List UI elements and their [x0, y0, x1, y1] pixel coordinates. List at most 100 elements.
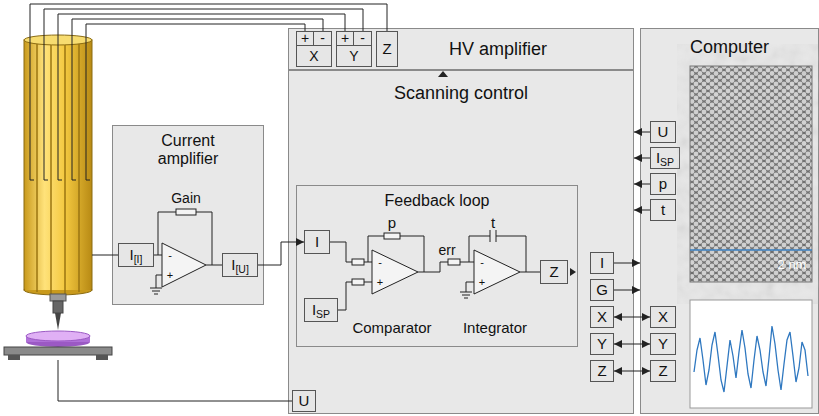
comparator-op-amp [448, 259, 460, 265]
comparator-op-amp [338, 282, 372, 310]
line-profile-plot [694, 326, 808, 392]
scanning-control-panel: Scanning controlFeedback loopIISPZIGXYZU [288, 70, 634, 414]
stm-image [690, 249, 812, 251]
signal-box: I[U] [222, 253, 258, 277]
parameter-box: ISP [650, 147, 680, 169]
signal-connector [258, 242, 304, 265]
scanner-tube [25, 280, 91, 290]
sample-disc [26, 331, 90, 341]
electrode-wire [72, 19, 323, 180]
output-box: X [590, 306, 614, 328]
box-label: t [661, 201, 665, 218]
box-label: X [658, 308, 668, 325]
input-sign: - [168, 250, 172, 261]
current-op-amp [176, 209, 196, 215]
box-label: X [597, 308, 607, 325]
axis-box: X [650, 306, 676, 328]
box-label: Z [658, 362, 667, 379]
panel-title: HV amplifier [449, 39, 547, 60]
signal-connector [614, 290, 640, 291]
box-label: U [658, 123, 669, 140]
axis-terminal: +-Y [336, 31, 372, 67]
box-label: I [315, 233, 319, 250]
panel-title: Current amplifier [132, 132, 244, 169]
line-profile-plot [690, 300, 812, 408]
signal-box: Z [540, 260, 568, 284]
axis-box: Y [650, 333, 676, 355]
box-label: ISP [656, 149, 674, 166]
component-label: Integrator [463, 320, 527, 335]
sample-disc [26, 337, 90, 347]
sample-stage [4, 347, 112, 355]
subscript: [I] [134, 253, 143, 265]
box-label: + [297, 32, 314, 46]
input-sign: - [378, 257, 382, 268]
hv-amplifier-band: HV amplifier+-X+-YZ [288, 28, 634, 70]
input-sign: + [479, 277, 485, 288]
output-box: Y [590, 333, 614, 355]
electrode-wire [92, 255, 118, 256]
parameter-box: U [650, 121, 676, 143]
electrode-wire [44, 9, 363, 180]
box-label: Y [597, 335, 607, 352]
box-label: I[I] [130, 246, 143, 263]
scanner-tube [24, 35, 92, 295]
tip-holder [53, 301, 63, 313]
signal-label: err [438, 243, 455, 257]
box-label: Y [658, 335, 668, 352]
current-op-amp [150, 275, 162, 294]
axis-terminal: +-X [296, 31, 332, 67]
comparator-op-amp [330, 233, 474, 310]
parameter-box: t [650, 199, 676, 221]
box-label: - [314, 32, 331, 46]
electrode-wire [58, 14, 345, 180]
tip-holder [50, 294, 66, 330]
axis-terminal: Z [376, 31, 398, 67]
signal-connector [634, 132, 650, 133]
signal-connector [614, 263, 640, 264]
parameter-label: t [491, 215, 495, 230]
current-op-amp [154, 212, 222, 265]
box-label: + [337, 32, 354, 46]
parameter-label: p [388, 215, 396, 230]
scanner-tube [24, 285, 92, 295]
box-label: I [600, 254, 604, 271]
electrode-wire [58, 360, 292, 401]
output-box: G [590, 279, 614, 301]
current-op-amp [162, 243, 206, 287]
parameter-box: p [650, 173, 676, 195]
subscript: [U] [235, 263, 248, 275]
signal-connector [614, 344, 650, 345]
scanner-tube [24, 35, 92, 45]
gain-label: Gain [171, 191, 201, 205]
current-op-amp [150, 209, 222, 294]
input-sign: - [378, 257, 382, 268]
integrator-op-amp [474, 250, 520, 294]
signal-box: I [304, 230, 330, 254]
sample-stage [96, 355, 108, 360]
box-label: Y [337, 46, 371, 66]
comparator-op-amp [372, 250, 418, 294]
axis-box: Z [650, 360, 676, 382]
box-label: G [596, 281, 608, 298]
output-box: Z [590, 360, 614, 382]
input-sign: + [167, 270, 173, 281]
signal-marker [438, 71, 576, 276]
tip-holder [50, 294, 66, 301]
electrode-wire [30, 4, 387, 180]
comparator-op-amp [352, 279, 364, 285]
output-box: I [590, 252, 614, 274]
comparator-op-amp [330, 242, 372, 262]
electrode-wire [30, 4, 387, 401]
input-sign: + [377, 277, 383, 288]
panel-title: Computer [690, 37, 769, 58]
box-label: Z [382, 40, 391, 57]
signal-connector [614, 371, 650, 372]
scale-label: 2 nm [778, 258, 807, 271]
panel-title: Scanning control [394, 83, 528, 104]
signal-marker [570, 268, 576, 276]
connector-group [258, 132, 650, 371]
box-label: Z [597, 362, 606, 379]
